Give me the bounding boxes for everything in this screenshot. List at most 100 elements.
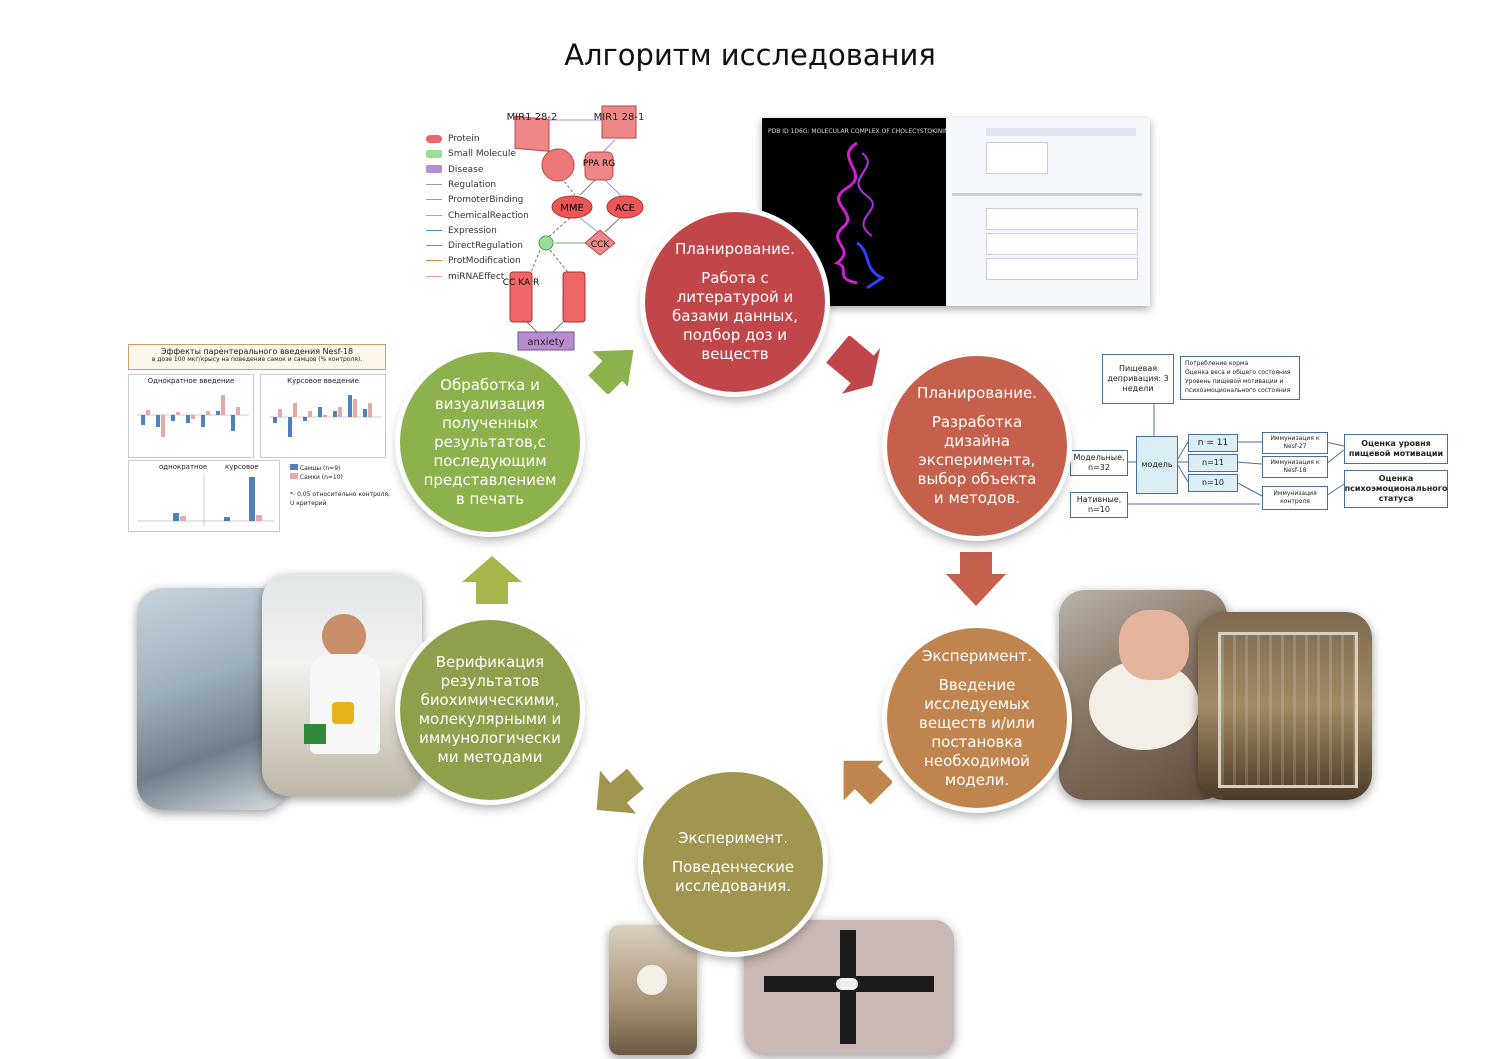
legend-swatch xyxy=(426,134,442,143)
node-small-molecule xyxy=(538,235,554,251)
svg-text:MIR1 28-1: MIR1 28-1 xyxy=(594,112,645,123)
n11a-box: n = 11 xyxy=(1188,434,1238,452)
legend-swatch xyxy=(426,260,442,262)
label-cck: CCK xyxy=(591,240,611,250)
design-connectors xyxy=(1126,404,1345,505)
imm18-text: Иммунизация к Nesf-18 xyxy=(1270,459,1320,474)
legend-swatch xyxy=(426,245,442,247)
results-title-box: Эффекты парентерального введения Nesf-18… xyxy=(128,344,386,370)
step-experiment-injection-body: Введение исследуемых веществ и/или поста… xyxy=(919,675,1035,789)
arrow-shape-1 xyxy=(826,336,881,394)
step-experiment-behavior: Эксперимент. Поведенческие исследования. xyxy=(643,772,823,952)
protein-screenshot: PDB ID 1D6G: MOLECULAR COMPLEX OF CHOLEC… xyxy=(762,118,1150,306)
step-planning-design: Планирование. Разработка дизайна экспери… xyxy=(887,356,1067,536)
legend-item: DirectRegulation xyxy=(426,239,523,253)
imm27-box: Иммунизация к Nesf-27 xyxy=(1262,432,1328,454)
results-legend: Самцы (n=9) Самки (n=10) *- 0,05 относит… xyxy=(290,464,390,508)
legend-item: Disease xyxy=(426,163,483,177)
lab-photo-researcher xyxy=(262,574,422,796)
model-group-text: Модельные, n=32 xyxy=(1073,453,1125,472)
legend-text: Small Molecule xyxy=(448,149,516,160)
arrow-shape-5 xyxy=(462,556,522,604)
arrow-shape-2 xyxy=(946,552,1006,606)
step-processing-body: Обработка и визуализация полученных резу… xyxy=(423,375,557,508)
legend-swatch xyxy=(426,199,442,201)
step-experiment-injection-heading: Эксперимент. xyxy=(922,646,1032,665)
results-note: *- 0,05 относительно контроля, U критери… xyxy=(290,491,390,507)
arrow-verification-to-processing xyxy=(462,556,522,604)
node-anxiety xyxy=(517,331,575,351)
interaction-network: MIR1 28-2 MIR1 28-1 PPA RG MME ACE CCK C… xyxy=(420,100,660,360)
step-planning-literature: Планирование. Работа с литературой и баз… xyxy=(645,212,825,392)
legend-swatch xyxy=(426,214,442,216)
panel3a-label: однократное xyxy=(159,463,208,471)
results-panel-2: Курсовое введение xyxy=(260,374,386,458)
legend-text: Protein xyxy=(448,134,480,144)
deprivation-text: Пищевая депривация: 3 недели xyxy=(1107,364,1169,393)
arrow-shape-6 xyxy=(588,349,634,394)
arrow-processing-to-planning xyxy=(588,349,634,394)
n11b-box: n=11 xyxy=(1188,454,1238,472)
legend-item: ProtModification xyxy=(426,254,521,268)
deprivation-box: Пищевая депривация: 3 недели xyxy=(1102,354,1174,404)
step-verification: Верификация результатов биохимическими, … xyxy=(400,620,580,800)
legend-item: Small Molecule xyxy=(426,147,516,161)
protein-header: PDB ID 1D6G: MOLECULAR COMPLEX OF CHOLEC… xyxy=(768,128,967,135)
label-pparg: PPA RG xyxy=(583,159,616,169)
legend-males: Самцы (n=9) xyxy=(299,465,341,472)
legend-item: PromoterBinding xyxy=(426,193,523,207)
step-experiment-behavior-heading: Эксперимент. xyxy=(678,828,788,847)
legend-swatch xyxy=(426,183,442,185)
legend-swatch xyxy=(426,275,442,277)
panel2-bars xyxy=(269,395,381,437)
native-group-box: Нативные, n=10 xyxy=(1070,492,1128,518)
step-planning-literature-heading: Планирование. xyxy=(675,240,795,258)
legend-item: Expression xyxy=(426,224,497,238)
outcome-motivation-text: Оценка уровня пищевой мотивации xyxy=(1348,439,1444,458)
outcome-status-box: Оценка психоэмоционального статуса xyxy=(1344,470,1448,508)
node-pparg xyxy=(584,151,614,181)
node-small xyxy=(541,148,575,182)
node-ace xyxy=(606,195,644,219)
n10-box: n=10 xyxy=(1188,474,1238,492)
arrow-experiment-to-behavior xyxy=(843,760,892,805)
legend-swatch xyxy=(426,229,442,231)
cross-maze-photo xyxy=(744,920,954,1054)
results-title: Эффекты парентерального введения Nesf-18 xyxy=(160,347,354,356)
bullet-3: Уровень пищевой мотивации и психоэмоцион… xyxy=(1185,378,1291,394)
panel1-label: Однократное введение xyxy=(147,377,235,385)
legend-text: Disease xyxy=(448,164,484,175)
legend-text: DirectRegulation xyxy=(448,241,524,252)
arrow-design-to-experiment xyxy=(946,552,1006,606)
panel1-bars xyxy=(137,395,249,437)
panel3b-label: курсовое xyxy=(225,463,259,471)
legend-text: ProtModification xyxy=(448,256,521,267)
results-panel-1: Однократное введение xyxy=(128,374,254,458)
outcome-status-text: Оценка психоэмоционального статуса xyxy=(1344,474,1448,503)
deprivation-bullets: Потребление корма Оценка веса и общего с… xyxy=(1180,356,1300,400)
legend-item: Protein xyxy=(426,132,480,146)
svg-text:MIR1 28-2: MIR1 28-2 xyxy=(507,112,558,123)
legend-text: ChemicalReaction xyxy=(448,210,529,221)
node-cck xyxy=(584,229,616,256)
model-group-box: Модельные, n=32 xyxy=(1070,450,1128,476)
step-processing: Обработка и визуализация полученных резу… xyxy=(400,352,580,532)
step-planning-design-body: Разработка дизайна эксперимента, выбор о… xyxy=(917,413,1037,507)
model-text: модель xyxy=(1141,460,1173,469)
bullet-2: Оценка веса и общего состояния xyxy=(1185,369,1291,376)
experiment-design: Пищевая депривация: 3 недели Потребление… xyxy=(1070,354,1450,520)
legend-swatch xyxy=(426,165,442,174)
legend-item: Regulation xyxy=(426,178,496,192)
outcome-motivation-box: Оценка уровня пищевой мотивации xyxy=(1344,434,1448,464)
arrow-shape-4 xyxy=(596,768,644,814)
arrow-planning-to-design xyxy=(826,336,881,394)
n11a-text: n = 11 xyxy=(1197,438,1229,448)
legend-text: miRNAEffect xyxy=(448,271,505,282)
native-group-text: Нативные, n=10 xyxy=(1076,495,1122,514)
immc-text: Иммунизация контроля xyxy=(1273,490,1317,505)
label-anxiety: anxiety xyxy=(527,337,564,348)
results-chart: Эффекты парентерального введения Nesf-18… xyxy=(128,344,390,532)
results-subtitle: в дозе 100 мкг/крысу на поведение самок … xyxy=(151,356,363,363)
legend-item: ChemicalReaction xyxy=(426,209,529,223)
node-mir128-2: MIR1 28-2 xyxy=(507,112,558,152)
